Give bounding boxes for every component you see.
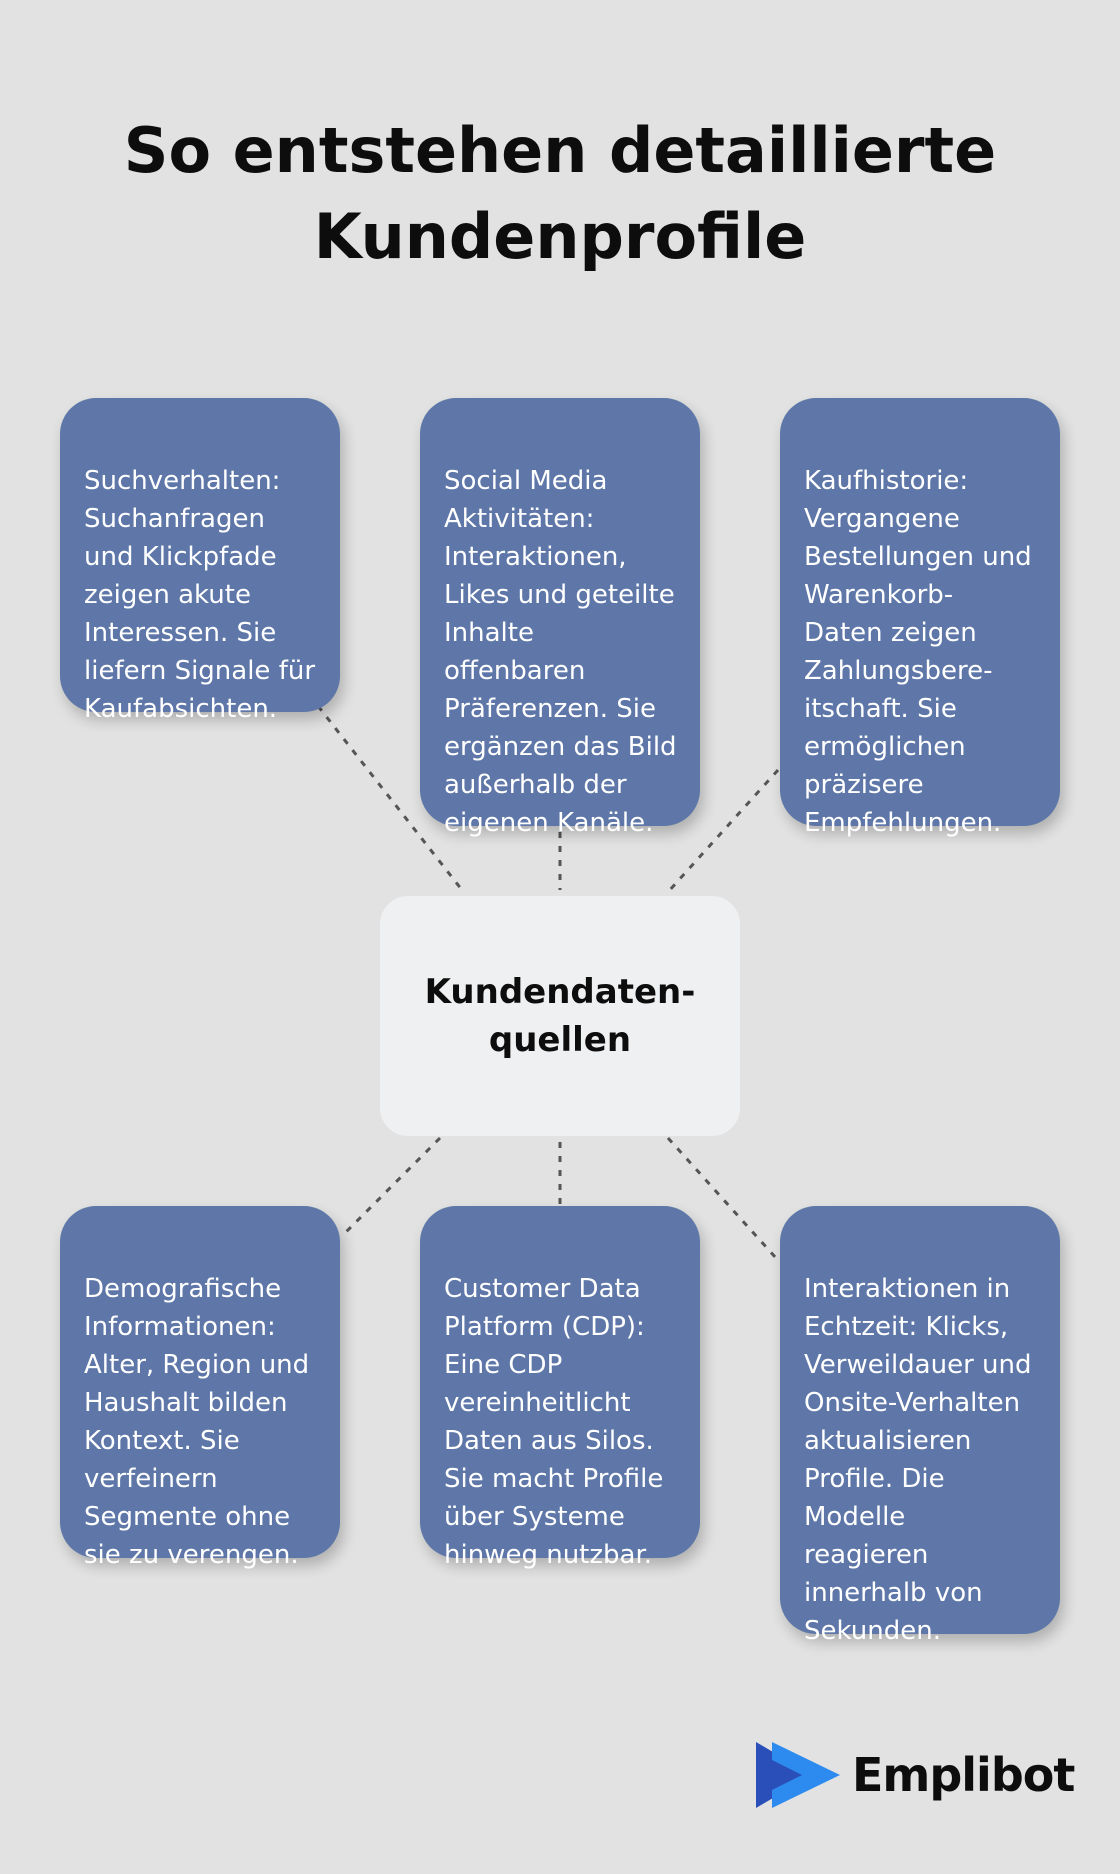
node-cdp-text: Customer Data Platform (CDP): Eine CDP v… — [444, 1274, 664, 1570]
page-title: So entstehen detaillierte Kundenprofile — [0, 108, 1120, 280]
center-node-label: Kundendaten- quellen — [424, 972, 696, 1060]
node-demographics-text: Demografische Informationen: Alter, Regi… — [84, 1274, 310, 1570]
node-cdp: Customer Data Platform (CDP): Eine CDP v… — [420, 1206, 700, 1570]
emplibot-logo: Emplibot — [756, 1738, 1086, 1812]
center-node: Kundendaten- quellen — [380, 896, 740, 1136]
node-social-media-text: Social Media Aktivitäten: Interaktionen,… — [444, 466, 677, 838]
connector-search — [316, 705, 464, 891]
node-demographics: Demografische Informationen: Alter, Regi… — [60, 1206, 340, 1570]
node-purchase-history: Kaufhistorie: Vergangene Bestellungen un… — [780, 398, 1060, 838]
connector-demographic — [340, 1136, 442, 1238]
node-social-media: Social Media Aktivitäten: Interaktionen,… — [420, 398, 700, 838]
title-line-1: So entstehen detaillierte — [123, 114, 997, 187]
node-search-behavior: Suchverhalten: Suchanfragen und Klickpfa… — [60, 398, 340, 724]
node-purchase-history-text: Kaufhistorie: Vergangene Bestellungen un… — [804, 466, 1032, 838]
node-realtime-interactions: Interaktionen in Echtzeit: Klicks, Verwe… — [780, 1206, 1060, 1646]
node-realtime-interactions-text: Interaktionen in Echtzeit: Klicks, Verwe… — [804, 1274, 1032, 1646]
logo-text: Emplibot — [852, 1748, 1075, 1802]
play-arrow-logo-icon — [756, 1742, 840, 1808]
node-search-behavior-text: Suchverhalten: Suchanfragen und Klickpfa… — [84, 466, 316, 724]
title-line-2: Kundenprofile — [313, 200, 807, 273]
